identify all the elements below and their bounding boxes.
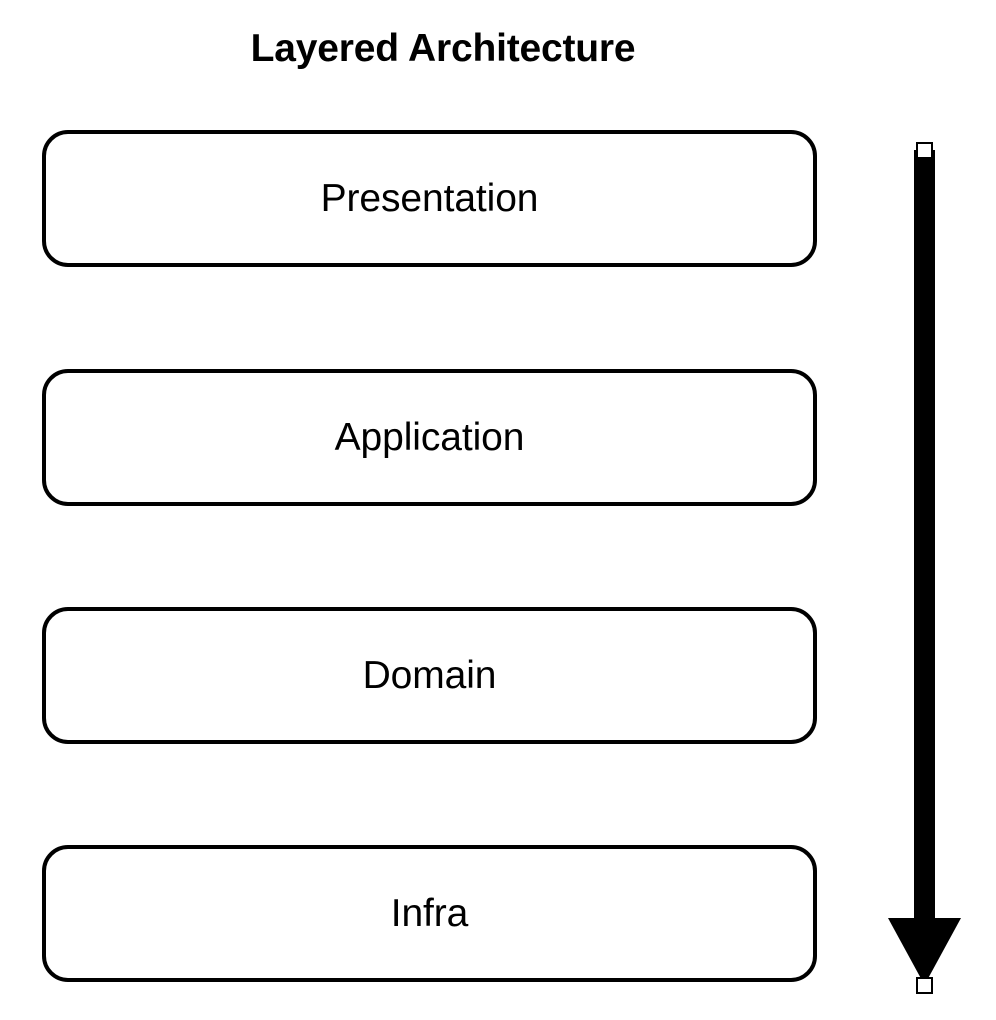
layer-box-presentation[interactable]: Presentation [42,130,817,267]
arrow-head-icon [888,918,961,985]
layer-box-domain[interactable]: Domain [42,607,817,744]
arrow-end-handle [916,977,933,994]
layer-label: Application [334,416,525,459]
layer-label: Infra [390,892,469,935]
layer-label: Presentation [320,177,539,220]
layer-box-application[interactable]: Application [42,369,817,506]
arrow-start-handle [916,142,933,159]
arrow-shaft [914,150,935,922]
layer-label: Domain [362,654,497,697]
page-title: Layered Architecture [250,27,636,70]
layer-box-infra[interactable]: Infra [42,845,817,982]
dependency-direction-arrow[interactable] [880,140,980,1000]
